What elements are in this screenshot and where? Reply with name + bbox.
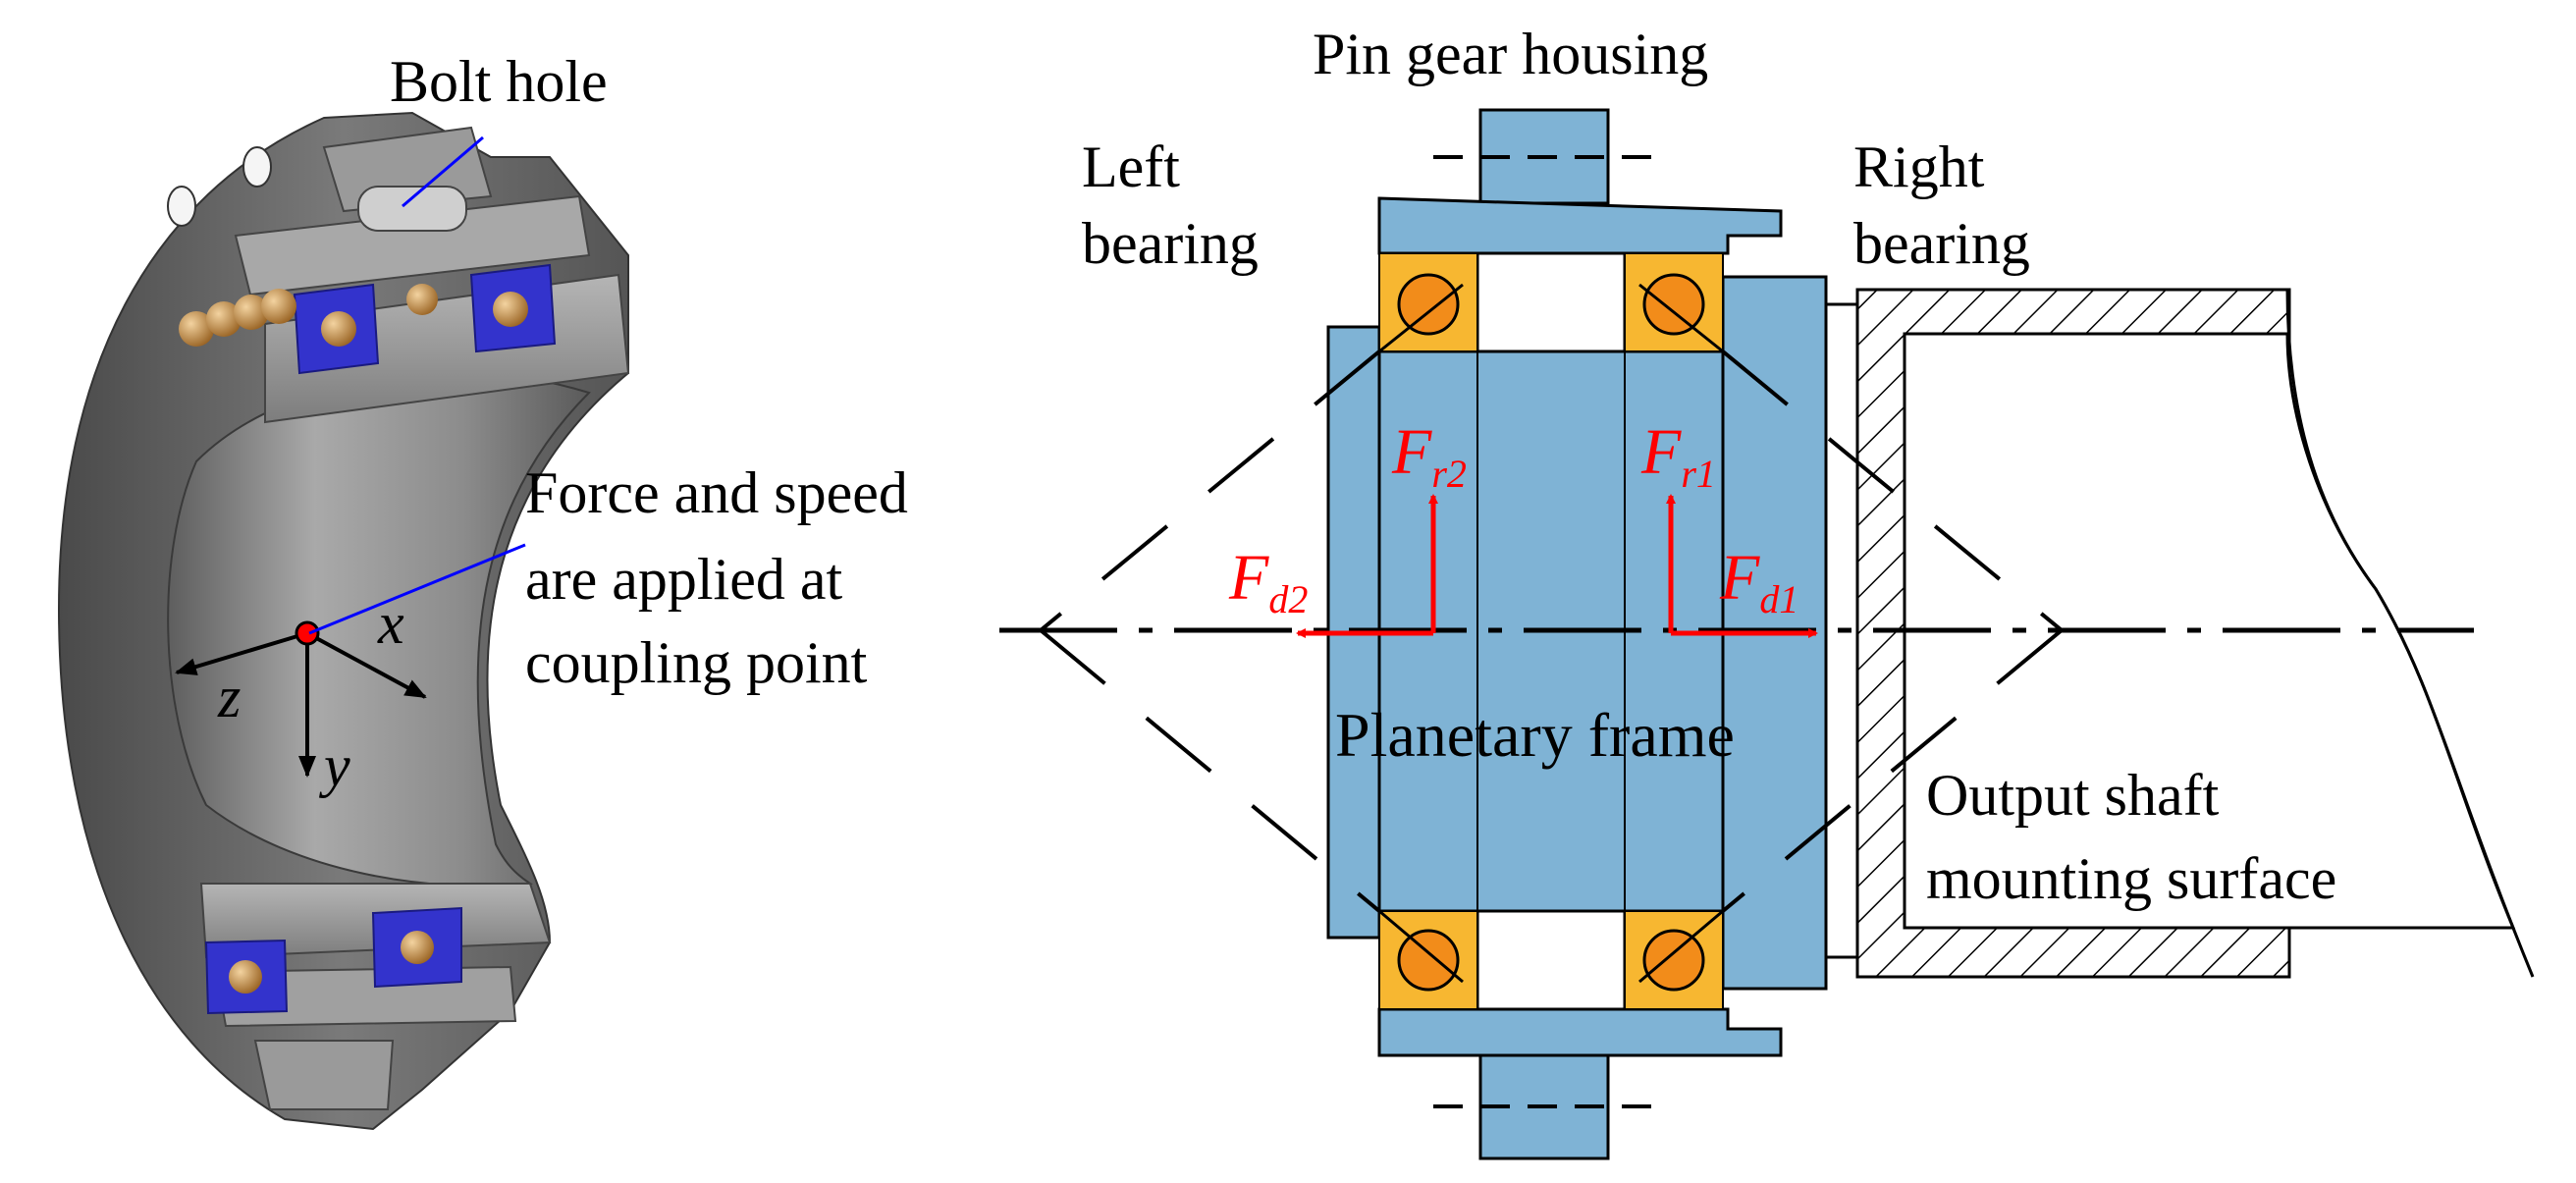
bolt-hole-leader [402, 135, 484, 208]
axis-label-y: y [318, 733, 350, 798]
axis-label-x: x [377, 591, 404, 656]
axis-label-z: z [217, 665, 241, 729]
pin-gear-housing-bottom [1377, 1007, 1783, 1057]
bottom-ball-row [229, 931, 434, 994]
top-ball-row [179, 284, 528, 347]
coordinate-axes [175, 620, 427, 778]
label-fr1: Fr1 [1640, 416, 1716, 496]
label-left-bearing-2: bearing [1082, 211, 1259, 276]
pin-gear-housing-top [1377, 196, 1783, 255]
label-force-speed-2: are applied at [525, 547, 842, 612]
label-fd1: Fd1 [1719, 542, 1798, 621]
label-output-shaft-1: Output shaft [1926, 763, 2220, 828]
label-output-shaft-2: mounting surface [1926, 846, 2336, 911]
label-planetary-frame: Planetary frame [1335, 700, 1735, 770]
cad-bottom-flange [253, 1040, 395, 1110]
bearing-cad-section: x z y [57, 111, 630, 1131]
label-bolt-hole: Bolt hole [390, 49, 608, 114]
right-pressure-lines [1721, 350, 2064, 913]
bolt [357, 186, 467, 232]
left-bearing-top [1378, 252, 1478, 353]
label-left-bearing-1: Left [1082, 134, 1180, 199]
label-fr2: Fr2 [1391, 416, 1467, 496]
label-fd2: Fd2 [1228, 542, 1308, 621]
force-arrows [1296, 494, 1818, 638]
right-bearing-bottom [1624, 909, 1724, 1010]
bolt-hole-1 [167, 186, 196, 227]
bearing-schematic [999, 108, 2535, 1160]
label-right-bearing-2: bearing [1853, 211, 2030, 276]
label-force-speed-1: Force and speed [525, 460, 908, 525]
output-shaft-break-line [2285, 289, 2535, 978]
label-pin-gear-housing: Pin gear housing [1313, 22, 1708, 86]
label-right-bearing-1: Right [1853, 134, 1985, 199]
label-force-speed-3: coupling point [525, 630, 868, 695]
bolt-hole-2 [242, 146, 272, 188]
right-bearing-top [1624, 252, 1724, 353]
coupling-point [295, 620, 320, 646]
left-bearing-bottom [1378, 909, 1478, 1010]
coupling-point-leader [308, 543, 526, 635]
left-pressure-lines [1039, 350, 1381, 913]
